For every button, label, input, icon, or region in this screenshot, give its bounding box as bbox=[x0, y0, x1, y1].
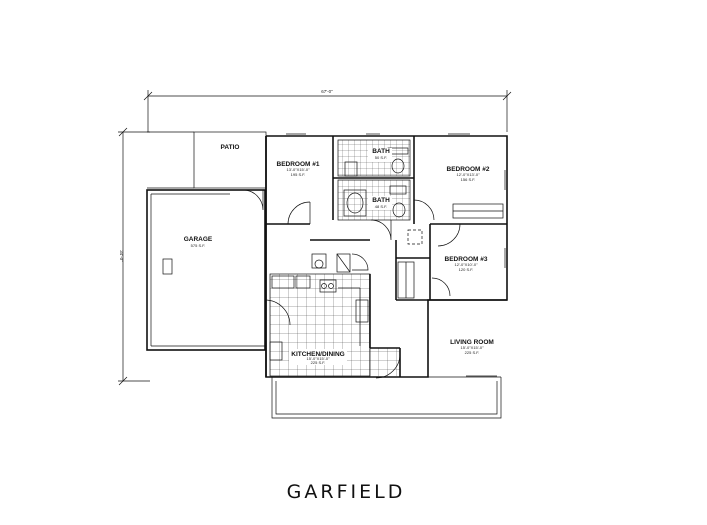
kitchen-dims: 15'-0"X15'-0" bbox=[306, 356, 330, 361]
windows bbox=[286, 133, 506, 268]
living-room: LIVING ROOM 15'-0"X15'-0" 225 S.F. bbox=[396, 299, 507, 377]
living-size: 225 S.F. bbox=[465, 350, 480, 355]
living-dims: 15'-0"X15'-0" bbox=[460, 345, 484, 350]
bedroom3-size: 120 S.F. bbox=[459, 267, 474, 272]
bedroom2-dims: 12'-0"X13'-0" bbox=[456, 172, 480, 177]
garage-label: GARAGE bbox=[184, 236, 213, 243]
plan-title: GARFIELD bbox=[287, 481, 406, 503]
living-label: LIVING ROOM bbox=[450, 339, 494, 346]
patio-label: PATIO bbox=[221, 144, 240, 151]
bedroom1-label: BEDROOM #1 bbox=[277, 161, 320, 168]
bath1-label: BATH bbox=[372, 148, 390, 155]
bath-1: BATH 50 S.F. bbox=[337, 139, 411, 177]
kitchen-size: 225 S.F. bbox=[311, 360, 326, 365]
dimension-depth: 34'-0" bbox=[118, 127, 150, 386]
bedroom-2: BEDROOM #2 12'-0"X13'-0" 156 S.F. bbox=[413, 166, 507, 225]
kitchen-label: KITCHEN/DINING bbox=[291, 351, 344, 358]
bedroom1-dims: 13'-0"X15'-0" bbox=[286, 167, 310, 172]
bedroom1-size: 195 S.F. bbox=[291, 172, 306, 177]
bath2-label: BATH bbox=[372, 197, 390, 204]
front-porch bbox=[271, 376, 502, 419]
bedroom2-size: 156 S.F. bbox=[461, 177, 476, 182]
bedroom-3: BEDROOM #3 12'-0"X10'-0" 120 S.F. bbox=[396, 223, 488, 300]
hallway bbox=[310, 229, 423, 273]
bedroom2-label: BEDROOM #2 bbox=[447, 166, 490, 173]
garage-size: 575 S.F. bbox=[191, 243, 206, 248]
width-label: 67'-0" bbox=[321, 89, 333, 94]
bath2-size: 48 S.F. bbox=[375, 204, 387, 209]
patio: PATIO bbox=[147, 131, 267, 189]
bath1-size: 50 S.F. bbox=[375, 155, 387, 160]
bath-2: BATH 48 S.F. bbox=[333, 136, 415, 241]
bedroom3-dims: 12'-0"X10'-0" bbox=[454, 262, 478, 267]
dimension-width: 67'-0" bbox=[143, 89, 512, 132]
bedroom3-label: BEDROOM #3 bbox=[445, 256, 488, 263]
kitchen-dining: KITCHEN/DINING 15'-0"X15'-0" 225 S.F. bbox=[264, 240, 401, 379]
depth-label: 34'-0" bbox=[119, 250, 124, 262]
garage: GARAGE 575 S.F. bbox=[146, 189, 266, 351]
bedroom-1: BEDROOM #1 13'-0"X15'-0" 195 S.F. bbox=[266, 136, 334, 225]
